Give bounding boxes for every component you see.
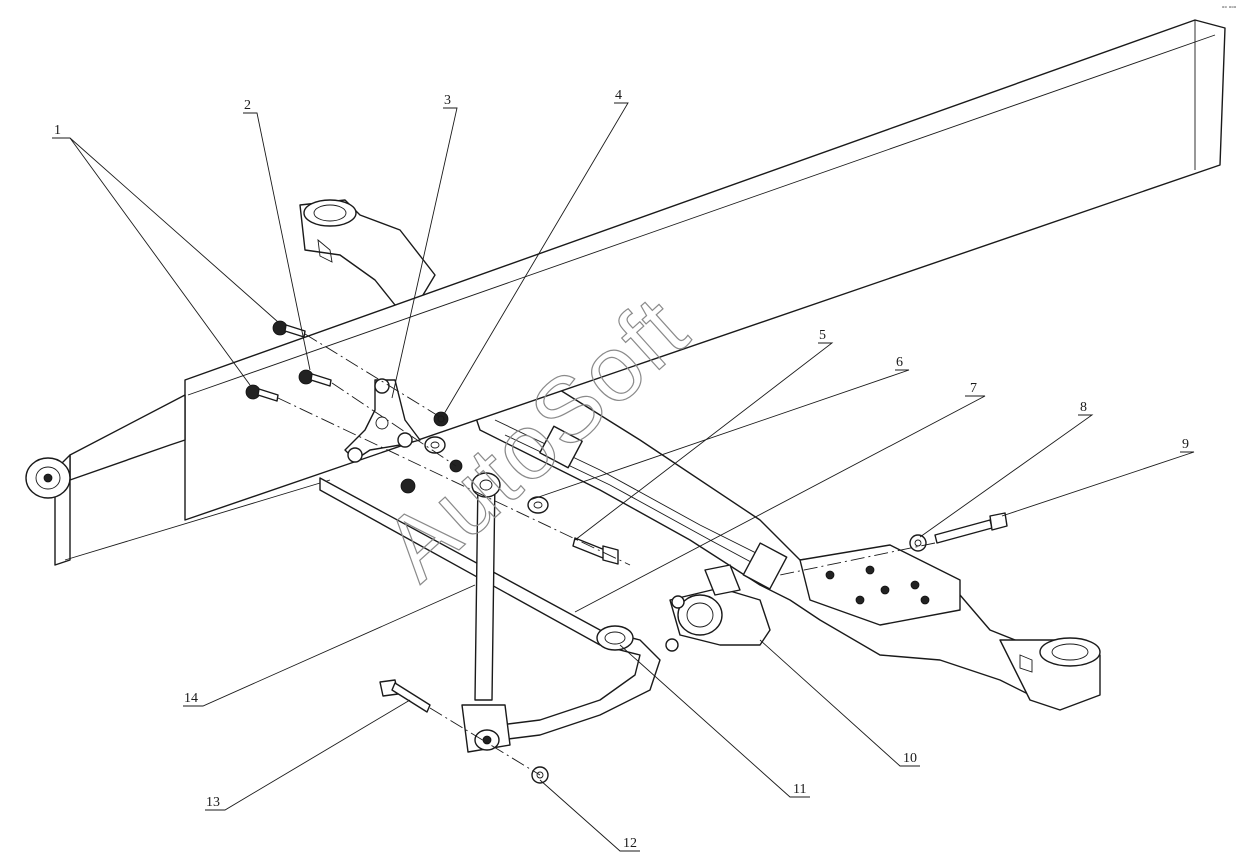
callout-9: 9 (1182, 437, 1189, 452)
stabilizer-link (461, 472, 511, 753)
leader-9 (1001, 451, 1195, 517)
bolt-link-lower (379, 679, 431, 713)
leader-13 (205, 699, 411, 811)
callout-leaders (52, 102, 1195, 852)
link-bracket (344, 378, 421, 463)
callout-7: 7 (970, 381, 977, 396)
leader-3 (391, 107, 458, 399)
leader-1 (52, 137, 279, 323)
axle-beam (299, 199, 1101, 711)
bolt-bracket (298, 369, 332, 387)
bolt-upper (272, 320, 306, 338)
leader-10 (759, 639, 920, 767)
leader-11 (619, 644, 810, 798)
callout-numbers: 1 2 3 4 5 6 7 8 9 10 11 12 13 14 (54, 88, 1189, 851)
assembly-axes (277, 333, 936, 776)
bolt-link-upper (572, 537, 619, 565)
bolt-clamp (934, 512, 1008, 544)
callout-8: 8 (1080, 400, 1087, 415)
callout-10: 10 (903, 751, 917, 766)
corner-mark: ᵒᵒ ᵒᵒᵒ (1222, 5, 1237, 12)
callout-14: 14 (184, 691, 198, 706)
callout-13: 13 (206, 795, 220, 810)
callout-3: 3 (444, 93, 451, 108)
leader-2 (243, 112, 311, 371)
leader-5 (574, 342, 834, 541)
callout-12: 12 (623, 836, 637, 851)
bolt-lower (245, 384, 279, 402)
leader-8 (919, 414, 1094, 538)
callout-11: 11 (793, 782, 806, 797)
fasteners (245, 320, 1008, 784)
stabilizer-clamp (665, 564, 771, 652)
leader-14 (183, 584, 476, 707)
callout-4: 4 (615, 88, 622, 103)
frame-rail (25, 19, 1226, 566)
callout-6: 6 (896, 355, 903, 370)
leader-12 (539, 779, 640, 852)
leader-4 (443, 102, 629, 415)
callout-5: 5 (819, 328, 826, 343)
callout-2: 2 (244, 98, 251, 113)
leader-6 (529, 369, 910, 501)
leader-7 (574, 395, 986, 613)
leader-1b (69, 137, 251, 386)
callout-1: 1 (54, 123, 61, 138)
